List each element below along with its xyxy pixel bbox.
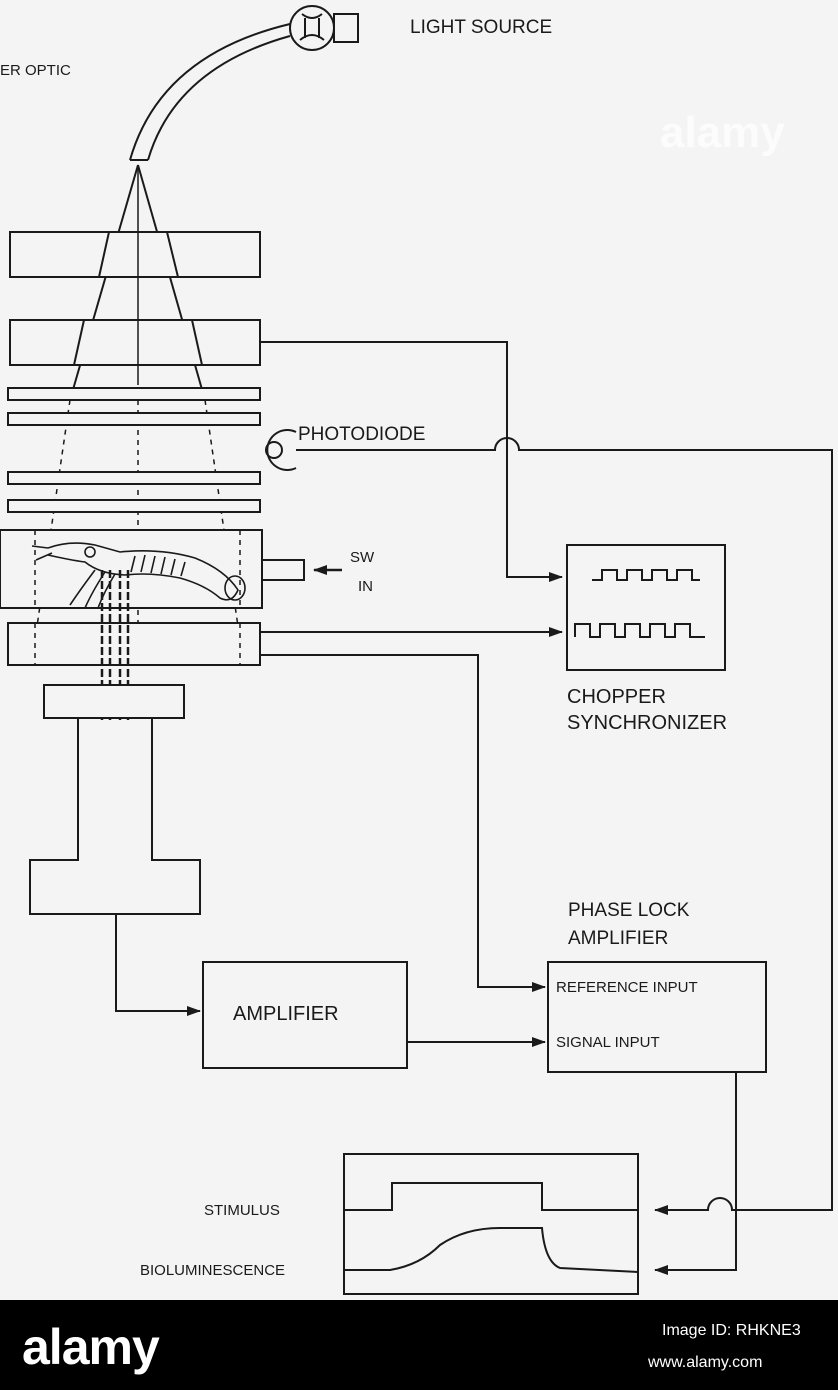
stock-footer-bar: alamy Image ID: RHKNE3 www.alamy.com [0,1300,838,1390]
bioluminescence-label: BIOLUMINESCENCE [140,1262,286,1279]
bioluminescence-trace [344,1227,639,1273]
square-wave-top [592,569,700,581]
chart-recorder-box [343,1153,639,1295]
in-label: IN [358,578,373,595]
sw-in-tube [261,559,305,581]
synchronizer-label: SYNCHRONIZER [567,712,728,734]
phase-lock-amplifier-label: AMPLIFIER [568,928,669,949]
photodiode-label: PHOTODIODE [298,424,426,445]
photodiode [265,429,297,471]
stimulus-label: STIMULUS [204,1202,280,1219]
fiber-optic-label: ER OPTIC [0,62,71,79]
light-source-lamp [289,5,359,51]
reference-input-label: REFERENCE INPUT [556,979,698,996]
bottom-plate [7,622,261,666]
fiber-optic-cable [129,23,291,161]
thin-plate-1 [7,387,261,401]
light-source-label: LIGHT SOURCE [410,17,553,38]
phase-lock-label: PHASE LOCK [568,900,690,921]
stimulus-trace [344,1182,638,1211]
thin-plate-3 [7,471,261,485]
apparatus-diagram [0,5,833,1295]
footer-logo: alamy [22,1319,160,1375]
fiber-optic-cable-inner [147,35,291,161]
footer-image-id: Image ID: RHKNE3 [662,1322,801,1339]
square-wave-bottom [574,623,705,638]
shrimp-specimen [31,542,246,609]
sw-label: SW [350,549,375,566]
signal-input-label: SIGNAL INPUT [556,1034,660,1051]
footer-url: www.alamy.com [648,1354,763,1371]
chopper-plate [9,319,261,366]
phase-lock-amplifier-box [547,961,767,1073]
photomultiplier-window [43,684,185,719]
filter-plate-1 [9,231,261,278]
thin-plate-2 [7,412,261,426]
chopper-label: CHOPPER [567,686,666,708]
watermark: alamy [660,108,785,157]
chopper-synchronizer-box [566,544,726,671]
amplifier-label: AMPLIFIER [233,1003,339,1025]
amplifier-box [202,961,408,1069]
thin-plate-4 [7,499,261,513]
photomultiplier-tube [29,718,201,915]
